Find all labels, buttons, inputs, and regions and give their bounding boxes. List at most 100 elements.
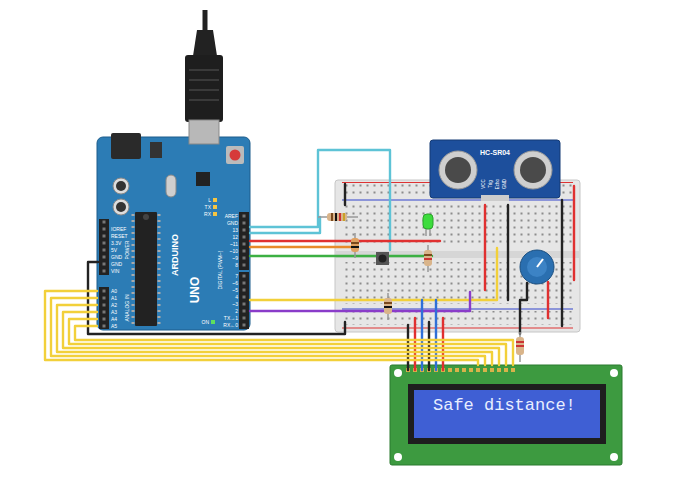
pin-label: ~6 — [232, 281, 238, 286]
pin-label: GND — [111, 255, 122, 260]
breadboard-part — [342, 311, 573, 325]
jumper-wires-part — [250, 248, 497, 300]
jumper-wires-part — [561, 200, 563, 326]
pin-label: A1 — [111, 296, 117, 301]
sensor-pin-label: VCC — [482, 179, 487, 189]
led-label: L — [208, 198, 211, 203]
usb-cable — [185, 10, 223, 122]
usb-cable-part — [189, 69, 219, 71]
pin-label: ~11 — [230, 242, 238, 247]
sensor-pin-label: Trig — [489, 180, 494, 188]
breadboard-part — [342, 309, 573, 310]
lcd-module-art-part — [610, 369, 618, 377]
pin-label: ~3 — [232, 302, 238, 307]
jumper-wires-part — [520, 283, 527, 334]
jumper-wires-part — [88, 262, 345, 334]
arduino-board-art-part — [213, 198, 217, 202]
pin-label: VIN — [111, 269, 119, 274]
jumper-wires-part — [344, 184, 346, 205]
jumper-wires-part — [573, 186, 575, 280]
jumper-wires-part — [547, 282, 549, 318]
arduino-board-art-part — [113, 178, 129, 194]
arduino-board-art-part — [97, 137, 250, 330]
jumper-wires — [88, 150, 574, 370]
header-label: DIGITAL (PWM~) — [218, 251, 223, 290]
breadboard-parts-part — [423, 214, 433, 229]
pin-label: 7 — [235, 274, 238, 279]
usb-cable-part — [189, 79, 219, 81]
pin-label: ~10 — [230, 249, 238, 254]
arduino-board-art-part — [103, 290, 106, 329]
lcd-data-wire — [51, 298, 485, 365]
ultrasonic-sensor-art-part — [520, 157, 546, 183]
lcd-module-art-part — [394, 453, 402, 461]
jumper-wires-part — [250, 150, 390, 250]
lcd-data-wire — [75, 326, 513, 365]
usb-cable-part — [185, 55, 223, 122]
arduino-board-art-part — [239, 272, 249, 329]
lcd-module-art — [390, 365, 622, 465]
breadboard-parts-part — [520, 250, 554, 284]
pin-label: GND — [227, 221, 238, 226]
pin-label: AREF — [225, 214, 238, 219]
lcd-module-art-part — [408, 384, 606, 444]
jumper-wires-part — [250, 246, 355, 248]
breadboard-parts-part — [376, 252, 389, 265]
breadboard-parts-part — [351, 238, 359, 252]
pin-label: 5V — [111, 248, 117, 253]
led-label: ON — [202, 320, 210, 325]
arduino-board-art-part — [213, 205, 217, 209]
arduino-board-art-part — [99, 287, 109, 329]
arduino-board-art-part — [226, 146, 244, 164]
pin-label: GND — [111, 262, 122, 267]
board-logo: ARDUINO — [171, 234, 180, 276]
arduino-board-art-part — [230, 150, 241, 161]
arduino-board-art-part — [116, 202, 126, 212]
lcd-text: Safe distance! — [433, 397, 576, 414]
breadboard-parts-part — [384, 298, 392, 314]
breadboard-parts-part — [537, 259, 543, 267]
pin-label: 3.3V — [111, 241, 121, 246]
usb-cable-part — [189, 99, 219, 101]
breadboard-parts-part — [424, 254, 432, 256]
breadboard-parts-part — [384, 306, 392, 308]
jumper-wires-part — [250, 255, 432, 257]
ultrasonic-sensor-art-part — [445, 157, 471, 183]
lcd-display: Safe distance! — [390, 365, 622, 465]
pin-label: IOREF — [111, 227, 126, 232]
jumper-wires-part — [428, 322, 430, 370]
arduino-board-art-part — [213, 212, 217, 216]
sensor-pin-label: GND — [503, 179, 508, 189]
pin-label: ~9 — [232, 256, 238, 261]
arduino-board-art-part — [113, 199, 129, 215]
header-label: ANALOG IN — [125, 294, 130, 321]
breadboard-parts-part — [384, 302, 392, 304]
breadboard-part — [342, 328, 573, 329]
pin-label: A4 — [111, 317, 117, 322]
jumper-wires-part — [484, 205, 486, 290]
arduino-board-art-part — [211, 320, 215, 324]
lcd-module-art-part — [414, 390, 600, 438]
usb-cable-part — [193, 30, 217, 56]
lcd-data-wire — [69, 319, 506, 365]
pin-label: 2 — [235, 309, 238, 314]
breadboard-parts-part — [424, 250, 432, 266]
pin-label: 4 — [235, 295, 238, 300]
sensor-pin-label: Echo — [496, 179, 501, 189]
jumper-wires-part — [507, 205, 509, 300]
pin-label: A2 — [111, 303, 117, 308]
usb-cable-part — [189, 89, 219, 91]
led-label: TX — [205, 205, 211, 210]
breadboard-parts-part — [339, 213, 341, 221]
breadboard-parts-part — [343, 213, 345, 221]
lcd-module-art-part — [394, 369, 402, 377]
lcd-data-wire — [45, 291, 478, 365]
arduino-board-art-part — [243, 215, 246, 269]
pin-label: A5 — [111, 324, 117, 329]
jumper-wires-part — [250, 240, 440, 242]
pin-label: RESET — [111, 234, 128, 239]
breadboard-parts-part — [335, 213, 337, 221]
ultrasonic-sensor-art-part — [514, 151, 552, 189]
breadboard-parts-part — [527, 257, 547, 277]
breadboard-parts-part — [331, 213, 333, 221]
